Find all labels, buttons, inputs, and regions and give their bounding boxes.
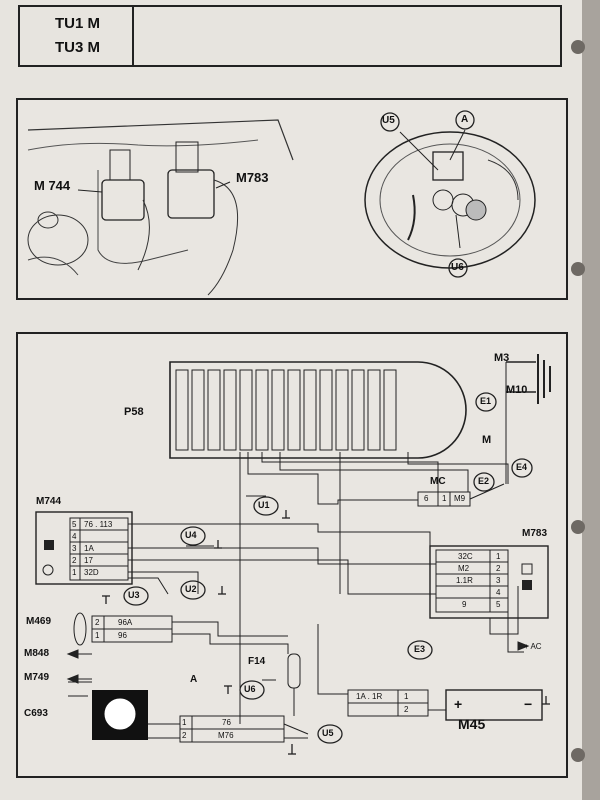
m848-label: M848 xyxy=(24,648,50,659)
engine-bay-drawing xyxy=(27,110,536,296)
engine-code-2: TU3 M xyxy=(55,39,100,56)
m744-pin-4: 4 xyxy=(72,532,77,541)
binder-edge xyxy=(582,0,600,800)
m783-wire-3: 1.1R xyxy=(456,576,473,585)
mc-label: MC xyxy=(430,476,446,487)
connector-1a-pin-1: 1 xyxy=(404,692,409,701)
m744-pin-5: 5 xyxy=(72,520,77,529)
m469-pin-1: 1 xyxy=(95,631,100,640)
m744-label: M744 xyxy=(36,496,62,507)
m744-wire-1: 32D xyxy=(84,568,99,577)
m744-wire-2: 17 xyxy=(84,556,93,565)
wiring-diagram-panel: P58 M3 M10 M E1 E2 E3 E4 MC 6 1 M9 U1 U4… xyxy=(16,332,568,778)
m783-pin-5: 5 xyxy=(496,600,501,609)
ac-label: + AC xyxy=(524,642,542,651)
wiring-lines xyxy=(35,354,551,755)
battery-plus: + xyxy=(454,696,463,712)
u5-location-label: U5 xyxy=(382,115,395,126)
binder-hole xyxy=(571,40,585,54)
m783-wire-5: 9 xyxy=(462,600,467,609)
a-pin-2: 2 xyxy=(182,731,187,740)
battery-minus: − xyxy=(524,696,533,712)
e1-label: E1 xyxy=(480,396,492,406)
connector-1a-1r: 1A . 1R xyxy=(356,692,383,701)
m744-pin-3: 3 xyxy=(72,544,77,553)
component-location-panel: M 744 M783 U5 A U6 xyxy=(16,98,568,300)
a-wire-1: 76 xyxy=(222,718,231,727)
a-location-label: A xyxy=(461,114,469,125)
e4-label: E4 xyxy=(516,462,528,472)
f14-label: F14 xyxy=(248,656,266,667)
m-label: M xyxy=(482,434,492,446)
a-label: A xyxy=(190,674,198,685)
u3-label: U3 xyxy=(128,590,140,600)
e3-label: E3 xyxy=(414,644,426,654)
m744-wire-5: 76 . 113 xyxy=(84,520,113,529)
m783-pin-3: 3 xyxy=(496,576,501,585)
mc-cell-1: 6 xyxy=(424,494,429,503)
u5-label: U5 xyxy=(322,728,334,738)
m783-pin-4: 4 xyxy=(496,588,501,597)
a-wire-2: M76 xyxy=(218,731,234,740)
m783-pin-1: 1 xyxy=(496,552,501,561)
binder-hole xyxy=(571,262,585,276)
mc-cell-2: 1 xyxy=(442,494,447,503)
m783-wire-1: 32C xyxy=(458,552,473,561)
e2-label: E2 xyxy=(478,476,490,486)
u4-label: U4 xyxy=(185,530,197,540)
engine-code-header: TU1 M TU3 M xyxy=(18,5,562,67)
m469-wire-2: 96A xyxy=(118,618,133,627)
connector-1a-pin-2: 2 xyxy=(404,705,409,714)
m10-label: M10 xyxy=(506,384,528,396)
m783-location-label: M783 xyxy=(236,170,269,185)
p58-label: P58 xyxy=(124,406,144,418)
a-pin-1: 1 xyxy=(182,718,187,727)
m3-label: M3 xyxy=(494,352,510,364)
u6-label: U6 xyxy=(244,684,256,694)
binder-hole xyxy=(571,748,585,762)
m469-pin-2: 2 xyxy=(95,618,100,627)
m469-wire-1: 96 xyxy=(118,631,127,640)
engine-code-1: TU1 M xyxy=(55,15,100,32)
binder-hole xyxy=(571,520,585,534)
m45-label: M45 xyxy=(458,716,486,732)
m744-location-label: M 744 xyxy=(34,178,71,193)
u2-label: U2 xyxy=(185,584,197,594)
m744-wire-3: 1A xyxy=(84,544,94,553)
m783-label: M783 xyxy=(522,528,548,539)
m783-wire-2: M2 xyxy=(458,564,470,573)
u1-label: U1 xyxy=(258,500,270,510)
m744-pin-2: 2 xyxy=(72,556,77,565)
u6-location-label: U6 xyxy=(451,262,464,273)
m749-label: M749 xyxy=(24,672,50,683)
m469-label: M469 xyxy=(26,616,52,627)
mc-cell-3: M9 xyxy=(454,494,466,503)
m783-pin-2: 2 xyxy=(496,564,501,573)
m744-pin-1: 1 xyxy=(72,568,77,577)
c693-label: C693 xyxy=(24,708,48,719)
